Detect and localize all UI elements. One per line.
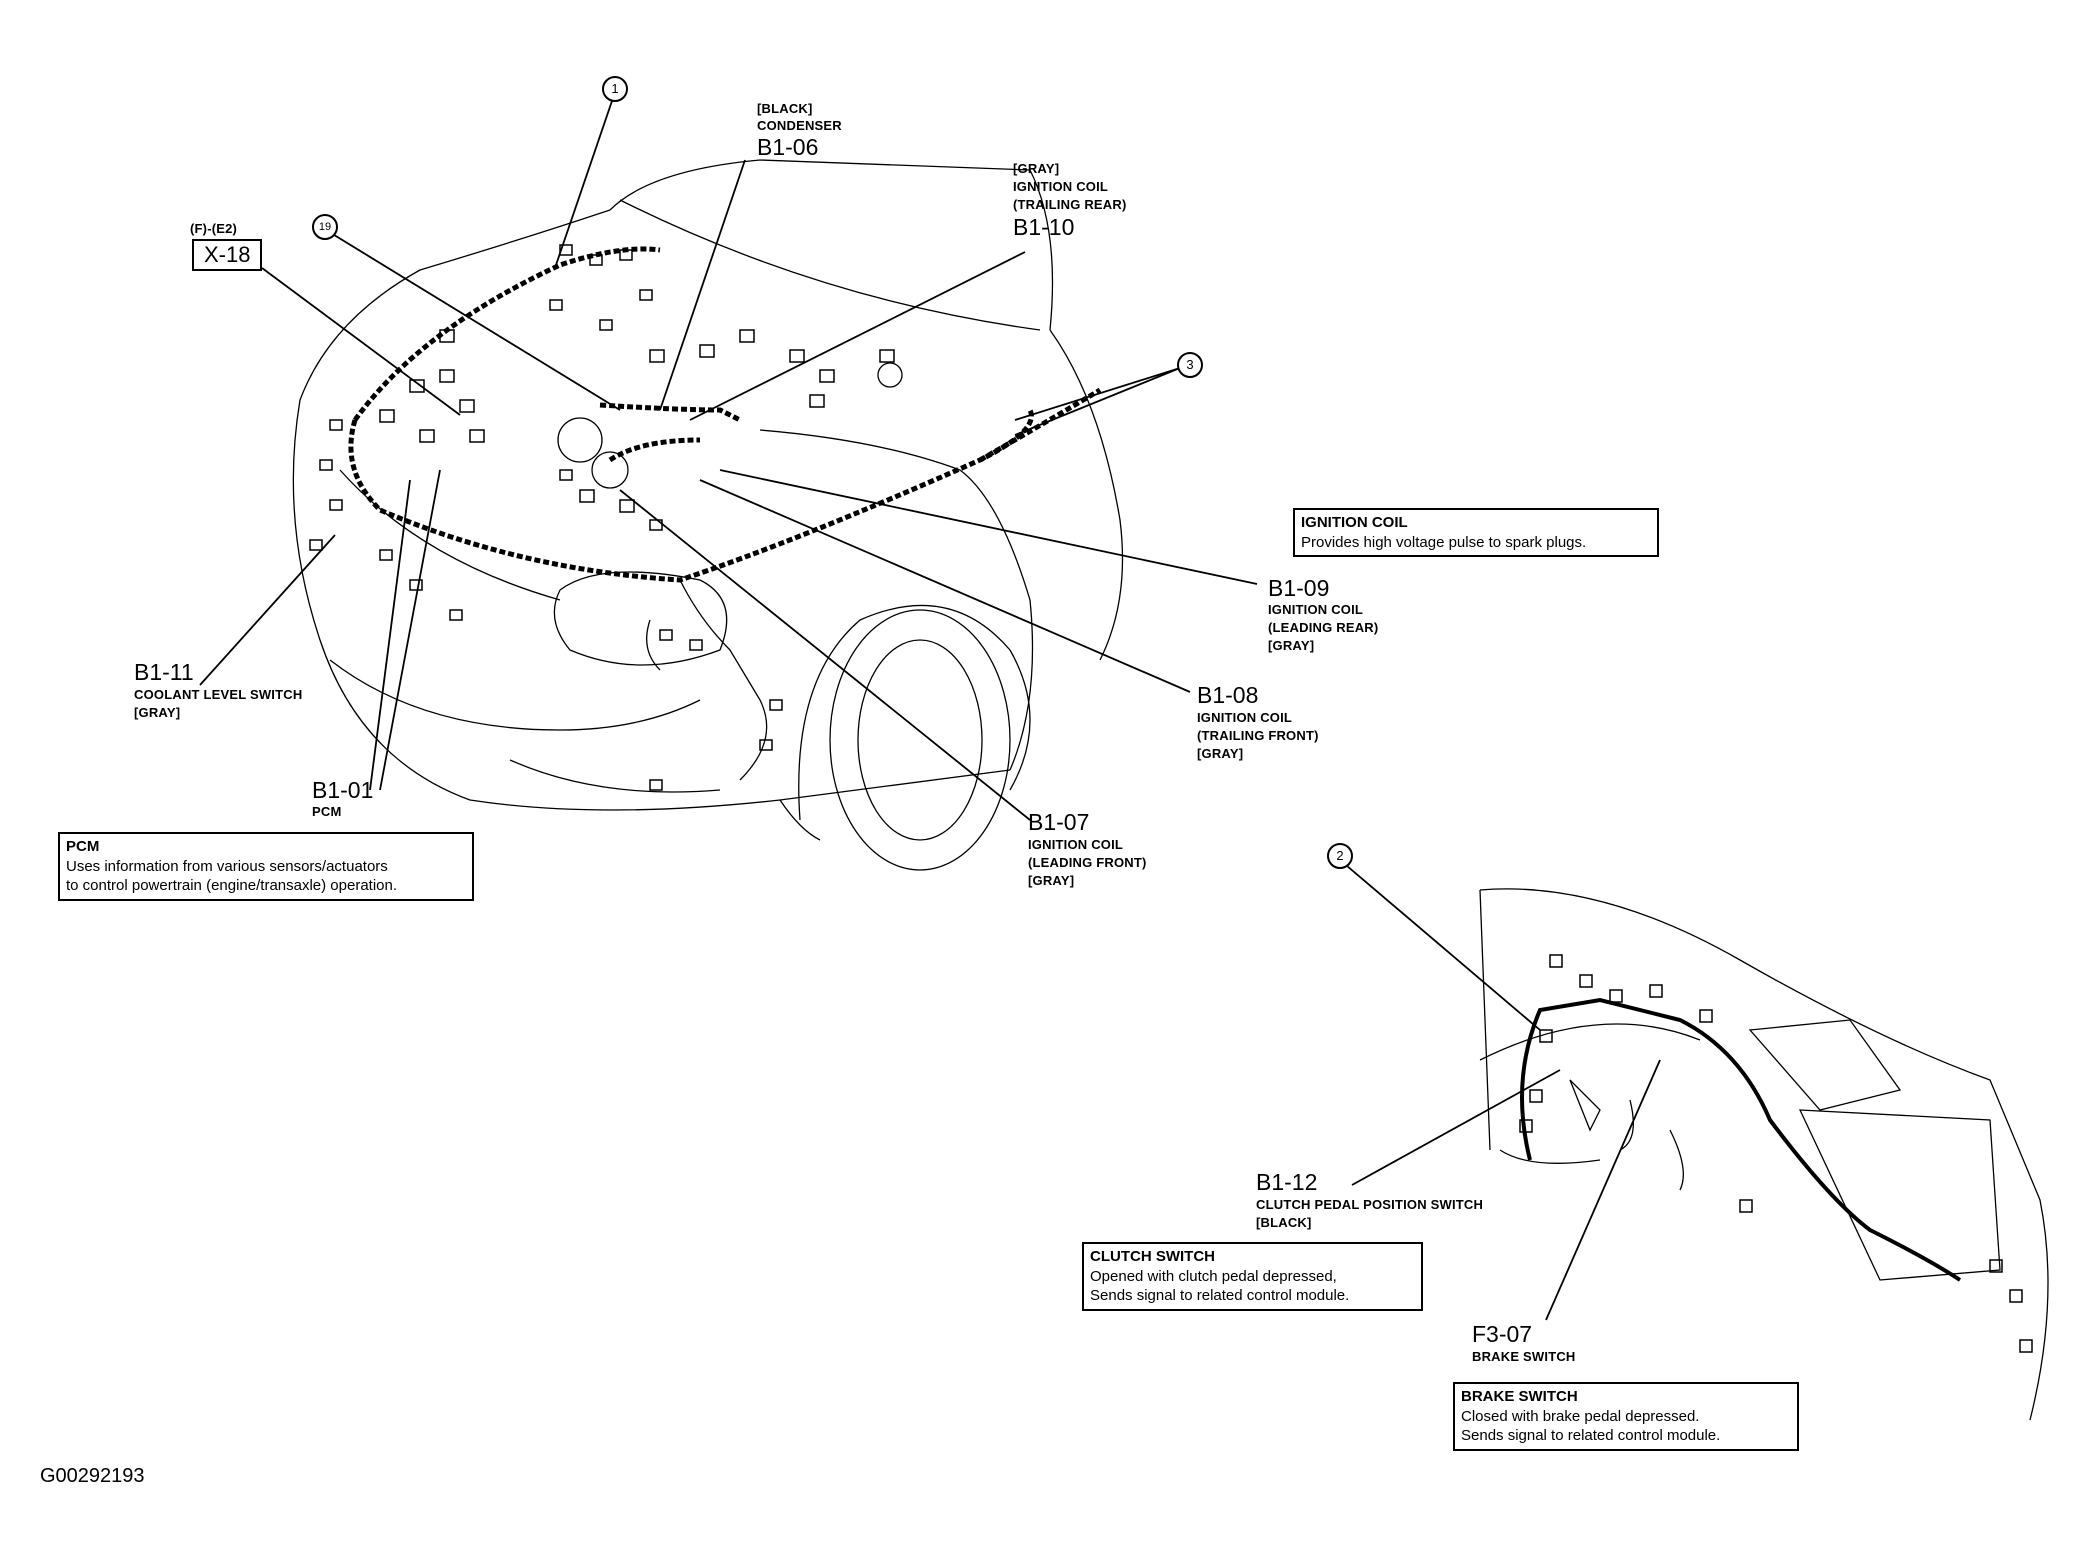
- x18-ref-label: (F)-(E2): [190, 221, 238, 236]
- callout-19: 19: [312, 214, 338, 240]
- ignition-coil-cluster: [557, 417, 603, 463]
- brake-switch-info-title: BRAKE SWITCH: [1461, 1388, 1578, 1405]
- clutch-switch-info-title: CLUTCH SWITCH: [1090, 1248, 1215, 1265]
- pedal-outline: [1569, 1079, 1684, 1191]
- headlight-outline: [553, 571, 728, 666]
- callout-2: 2: [1327, 843, 1353, 869]
- wheel-arch-outline: [798, 604, 1031, 821]
- b1-10-name1: IGNITION COIL: [1013, 179, 1109, 194]
- b1-09-name2: (LEADING REAR): [1268, 620, 1379, 635]
- bumper-outline: [329, 659, 721, 793]
- harness-coil-branch: [599, 402, 742, 463]
- connector-blocks: [309, 244, 895, 791]
- b1-10-name2: (TRAILING REAR): [1013, 197, 1127, 212]
- dash-outline: [1479, 888, 2049, 1421]
- brake-switch-info-box: BRAKE SWITCH Closed with brake pedal dep…: [1453, 1382, 1799, 1451]
- b1-08-code: B1-08: [1197, 682, 1259, 708]
- b1-10-color: [GRAY]: [1013, 161, 1060, 176]
- b1-01-code: B1-01: [312, 777, 374, 803]
- b1-10-code: B1-10: [1013, 214, 1075, 240]
- b1-01-name: PCM: [312, 804, 342, 819]
- b1-07-color: [GRAY]: [1028, 873, 1075, 888]
- dash-panel-outline: [1748, 1019, 2001, 1281]
- b1-07-name1: IGNITION COIL: [1028, 837, 1124, 852]
- cabin-connector-blocks: [1519, 954, 2033, 1353]
- b1-09-color: [GRAY]: [1268, 638, 1315, 653]
- b1-08-color: [GRAY]: [1197, 746, 1244, 761]
- clutch-switch-info-box: CLUTCH SWITCH Opened with clutch pedal d…: [1082, 1242, 1423, 1311]
- ignition-coil-info-box: IGNITION COIL Provides high voltage puls…: [1293, 508, 1659, 557]
- figure-id: G00292193: [40, 1465, 145, 1487]
- b1-06-name: CONDENSER: [757, 118, 842, 133]
- pcm-info-line1: Uses information from various sensors/ac…: [66, 857, 388, 875]
- clutch-switch-info-line1: Opened with clutch pedal depressed,: [1090, 1267, 1337, 1285]
- f3-07-name: BRAKE SWITCH: [1472, 1349, 1576, 1364]
- brake-switch-info-line2: Sends signal to related control module.: [1461, 1427, 1721, 1444]
- main-harness: [348, 246, 1034, 583]
- b1-09-code: B1-09: [1268, 575, 1330, 601]
- ignition-coil-cluster: [591, 451, 629, 489]
- ignition-coil-info-title: IGNITION COIL: [1301, 514, 1408, 531]
- brake-switch-info-line1: Closed with brake pedal depressed.: [1461, 1407, 1700, 1425]
- b1-06-color: [BLACK]: [757, 101, 813, 116]
- pcm-info-box: PCM Uses information from various sensor…: [58, 832, 474, 901]
- b1-07-name2: (LEADING FRONT): [1028, 855, 1147, 870]
- ignition-coil-info-text: Provides high voltage pulse to spark plu…: [1301, 533, 1587, 551]
- b1-08-name2: (TRAILING FRONT): [1197, 728, 1319, 743]
- front-wheel-outline: [829, 609, 1011, 871]
- b1-06-code: B1-06: [757, 134, 819, 160]
- b1-08-name1: IGNITION COIL: [1197, 710, 1293, 725]
- f3-07-code: F3-07: [1472, 1321, 1533, 1347]
- b1-12-code: B1-12: [1256, 1169, 1318, 1195]
- pcm-info-line2: to control powertrain (engine/transaxle)…: [66, 877, 398, 894]
- callout-3: 3: [1177, 352, 1203, 378]
- clutch-switch-info-line2: Sends signal to related control module.: [1090, 1287, 1350, 1304]
- pcm-info-title: PCM: [66, 838, 100, 855]
- b1-11-color: [GRAY]: [134, 705, 181, 720]
- b1-12-color: [BLACK]: [1256, 1215, 1312, 1230]
- leader-lines: [199, 97, 1661, 1321]
- b1-11-code: B1-11: [134, 659, 194, 685]
- b1-07-code: B1-07: [1028, 809, 1090, 835]
- b1-11-name: COOLANT LEVEL SWITCH: [134, 687, 303, 702]
- hood-line: [339, 199, 1041, 601]
- front-wheel-inner-outline: [857, 639, 983, 841]
- b1-09-name1: IGNITION COIL: [1268, 602, 1364, 617]
- cabin-harness: [1520, 997, 1962, 1282]
- x18-code-box: X-18: [192, 239, 263, 271]
- harness-bottom-branch: [646, 579, 768, 781]
- b1-12-name: CLUTCH PEDAL POSITION SWITCH: [1256, 1197, 1484, 1212]
- car-body-outline: [292, 159, 1124, 841]
- callout-1: 1: [602, 76, 628, 102]
- reservoir-cap: [877, 362, 903, 388]
